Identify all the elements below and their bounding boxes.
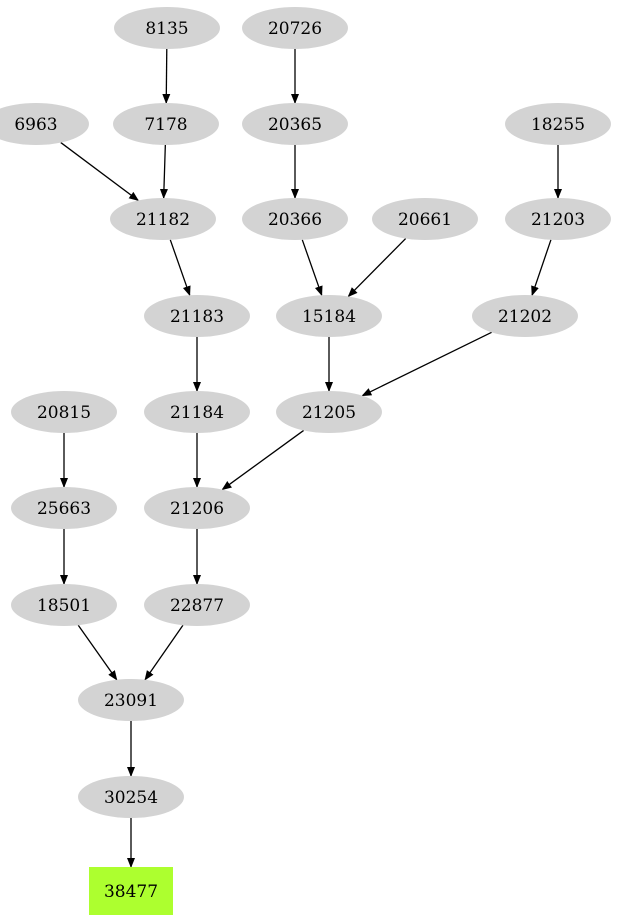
node-ellipse xyxy=(78,776,184,818)
node-21183: 21183 xyxy=(144,295,250,337)
node-label: 38477 xyxy=(104,882,158,902)
node-label: 8135 xyxy=(145,19,188,39)
edge-21202-to-21205 xyxy=(361,331,492,397)
node-label: 21202 xyxy=(498,307,552,327)
node-label: 21206 xyxy=(170,499,224,519)
node-38477: 38477 xyxy=(89,867,173,915)
node-20661: 20661 xyxy=(372,198,478,240)
edge-20661-to-15184 xyxy=(347,238,407,298)
node-ellipse xyxy=(144,295,250,337)
node-label: 15184 xyxy=(302,307,356,327)
node-label: 20366 xyxy=(268,210,322,230)
edge-6963-to-21182 xyxy=(60,142,139,202)
edge-20366-to-15184 xyxy=(301,239,323,297)
node-label: 21182 xyxy=(136,210,190,230)
node-ellipse xyxy=(144,487,250,529)
edge-21203-to-21202 xyxy=(531,239,552,297)
node-label: 20661 xyxy=(398,210,452,230)
node-label: 20815 xyxy=(37,403,91,423)
node-ellipse xyxy=(242,7,348,49)
node-label: 6963 xyxy=(14,115,57,135)
node-20366: 20366 xyxy=(242,198,348,240)
node-label: 30254 xyxy=(104,788,158,808)
node-21184: 21184 xyxy=(144,391,250,433)
node-15184: 15184 xyxy=(276,295,382,337)
node-ellipse xyxy=(78,679,184,721)
node-ellipse xyxy=(0,103,89,145)
node-21205: 21205 xyxy=(276,391,382,433)
node-21203: 21203 xyxy=(505,198,611,240)
node-ellipse xyxy=(276,295,382,337)
node-ellipse xyxy=(276,391,382,433)
node-label: 25663 xyxy=(37,499,91,519)
node-ellipse xyxy=(11,391,117,433)
node-25663: 25663 xyxy=(11,487,117,529)
node-box xyxy=(89,867,173,915)
node-label: 7178 xyxy=(144,115,187,135)
node-ellipse xyxy=(11,584,117,626)
node-6963: 6963 xyxy=(0,103,89,145)
node-label: 20365 xyxy=(268,115,322,135)
node-8135: 8135 xyxy=(114,7,220,49)
node-21202: 21202 xyxy=(472,295,578,337)
node-ellipse xyxy=(505,198,611,240)
nodes-layer: 8135 20726 6963 7178 20365 18255 21182 20366 206… xyxy=(0,7,611,915)
node-label: 21205 xyxy=(302,403,356,423)
node-ellipse xyxy=(372,198,478,240)
node-20815: 20815 xyxy=(11,391,117,433)
node-ellipse xyxy=(113,103,219,145)
edge-21205-to-21206 xyxy=(221,429,305,491)
node-label: 21203 xyxy=(531,210,585,230)
node-ellipse xyxy=(114,7,220,49)
node-label: 18255 xyxy=(531,115,585,135)
node-ellipse xyxy=(110,198,216,240)
node-ellipse xyxy=(472,295,578,337)
node-label: 22877 xyxy=(170,596,224,616)
node-21182: 21182 xyxy=(110,198,216,240)
node-label: 21183 xyxy=(170,307,224,327)
node-20365: 20365 xyxy=(242,103,348,145)
node-ellipse xyxy=(242,198,348,240)
edge-21182-to-21183 xyxy=(169,239,191,297)
node-ellipse xyxy=(11,487,117,529)
edge-7178-to-21182 xyxy=(159,144,168,200)
edges-layer xyxy=(60,48,562,868)
node-18501: 18501 xyxy=(11,584,117,626)
node-23091: 23091 xyxy=(78,679,184,721)
node-ellipse xyxy=(144,584,250,626)
node-30254: 30254 xyxy=(78,776,184,818)
node-18255: 18255 xyxy=(505,103,611,145)
node-label: 21184 xyxy=(170,403,224,423)
node-label: 20726 xyxy=(268,19,322,39)
node-ellipse xyxy=(144,391,250,433)
edge-18501-to-23091 xyxy=(77,624,118,681)
node-ellipse xyxy=(505,103,611,145)
edge-22877-to-23091 xyxy=(144,624,184,681)
node-21206: 21206 xyxy=(144,487,250,529)
node-label: 18501 xyxy=(37,596,91,616)
node-20726: 20726 xyxy=(242,7,348,49)
node-22877: 22877 xyxy=(144,584,250,626)
node-label: 23091 xyxy=(104,691,158,711)
node-ellipse xyxy=(242,103,348,145)
node-7178: 7178 xyxy=(113,103,219,145)
edge-8135-to-7178 xyxy=(162,48,171,105)
